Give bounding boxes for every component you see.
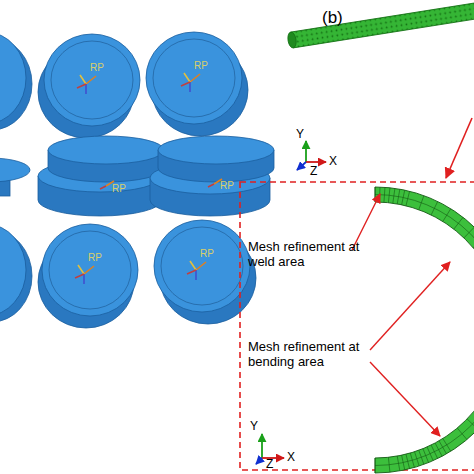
reference-point-markers	[75, 73, 222, 284]
mesh-line	[454, 217, 463, 229]
mesh-line	[406, 191, 410, 206]
mesh-line	[384, 187, 385, 202]
mesh-line	[406, 454, 410, 469]
mesh-line	[473, 238, 474, 248]
mesh-line	[388, 188, 390, 203]
mesh-line	[397, 189, 400, 204]
mesh-grid	[375, 187, 474, 473]
callout-text: Mesh refinement at weld area	[248, 240, 360, 270]
mesh-line	[467, 419, 474, 429]
mesh-line	[443, 209, 451, 222]
mesh-line	[410, 453, 414, 467]
point-label: RP	[220, 180, 234, 192]
axis-label: Y	[296, 128, 304, 142]
axis-label: Y	[250, 420, 258, 434]
mesh-line	[431, 445, 438, 458]
point-label: RP	[88, 252, 102, 264]
mesh-line	[435, 443, 442, 456]
zoom-box	[240, 182, 474, 470]
leader-lines	[352, 194, 450, 436]
mesh-line	[415, 452, 420, 466]
point-label: RP	[112, 183, 126, 195]
pipe-cross-section	[375, 187, 474, 473]
point-label: RP	[200, 248, 214, 260]
callout-text: Mesh refinement at bending area	[248, 340, 372, 370]
mesh-line	[393, 188, 395, 203]
panel-label: (b)	[322, 8, 343, 28]
zoom-pointer	[446, 118, 472, 178]
mesh-line	[375, 187, 376, 202]
pipe-model	[287, 1, 474, 49]
roller-group	[0, 32, 274, 328]
mesh-line	[375, 458, 376, 473]
mesh-line	[419, 450, 424, 464]
mesh-line	[388, 457, 390, 472]
mesh-line	[375, 195, 474, 466]
axis-label: X	[329, 155, 337, 169]
mesh-line	[423, 449, 429, 463]
point-label: RP	[194, 60, 208, 72]
mesh-line	[464, 227, 474, 238]
mesh-line	[427, 447, 433, 461]
axis-label: Z	[310, 165, 317, 179]
axis-label: X	[287, 451, 295, 465]
mesh-line	[397, 456, 400, 471]
mesh-line	[402, 190, 405, 205]
mesh-line	[419, 196, 424, 210]
mesh-line	[402, 455, 405, 470]
point-label: RP	[90, 62, 104, 74]
mesh-line	[431, 201, 438, 214]
axis-label: Z	[266, 458, 273, 472]
mesh-line	[457, 428, 467, 439]
